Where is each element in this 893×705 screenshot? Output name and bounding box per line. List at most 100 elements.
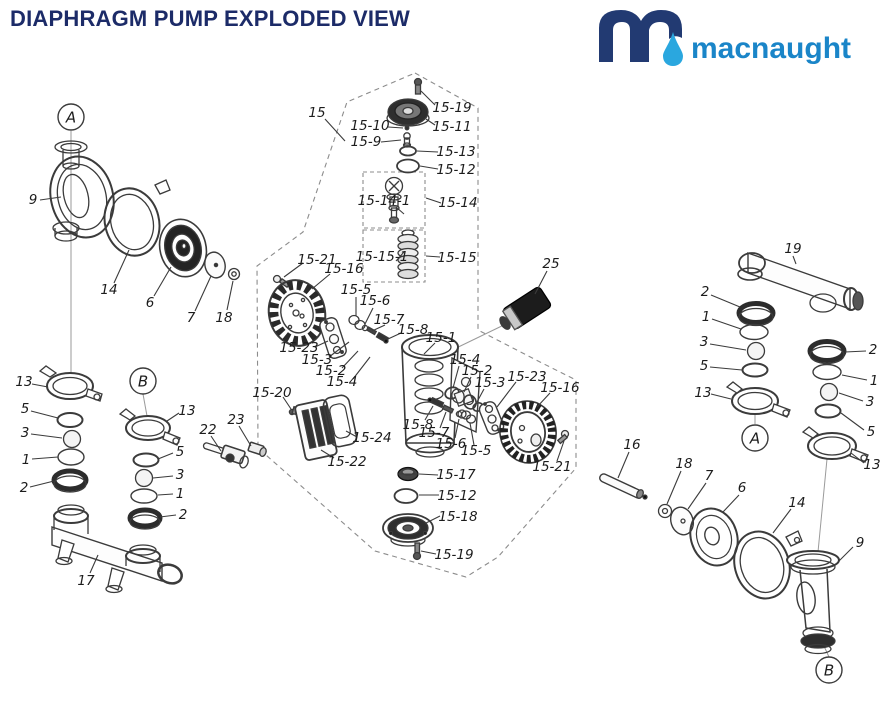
part-label-3: 3 [866,394,875,410]
part-label-15-10: 15-10 [350,118,389,134]
part-label-6: 6 [146,295,155,311]
leader-line [29,480,55,488]
o-ring-5-left-b [132,452,160,468]
ball-3-left-b [134,468,154,488]
part-label-15-18: 15-18 [438,509,477,525]
leader-line [364,307,374,325]
pilot-valve-15-14 [384,176,404,224]
leader-line [311,273,331,290]
leader-line [425,118,436,126]
pin-15-7-right [441,404,455,414]
logo-wordmark: macnaught [691,32,851,65]
part-label-15-12: 15-12 [436,162,475,178]
bolt-15-19-top [413,77,423,95]
part-label-13: 13 [863,457,880,473]
leader-line [838,392,864,402]
leader-line [282,396,292,410]
diaphragm-6-left [158,218,208,278]
leader-line [710,393,732,400]
leader-line [722,494,740,513]
ball-3-right-b [819,382,839,402]
washer-18-right [657,503,673,519]
leader-line [380,139,402,143]
pump-chamber-right [786,550,840,655]
part-label-15-5: 15-5 [461,443,492,459]
spring-15-15 [397,229,419,280]
leader-line [841,374,868,381]
part-label-15: 15 [308,105,325,121]
part-label-15-19: 15-19 [434,547,473,563]
part-label-15-4: 15-4 [450,352,481,368]
leader-line [395,251,405,262]
leader-line [463,376,472,393]
part-label-13: 13 [694,385,711,401]
o-ring-15-4-right [444,386,460,400]
leader-line [418,473,439,476]
leader-line [556,440,565,462]
part-label-15-3: 15-3 [302,352,333,368]
leader-line [341,350,359,369]
part-label-7: 7 [187,310,196,326]
part-label-15-5: 15-5 [341,282,372,298]
part-label-15-20: 15-20 [252,385,291,401]
leader-line [30,433,63,439]
part-label-15-3: 15-3 [475,375,506,391]
part-label-9: 9 [856,535,865,551]
leader-line [496,381,517,408]
part-label-15-7: 15-7 [419,425,450,441]
section-callout-A: A [741,424,769,452]
o-ring-5-left [56,412,84,428]
part-label-6: 6 [738,480,747,496]
part-label-5: 5 [21,401,30,417]
leader-line [838,546,854,562]
part-label-15-9: 15-9 [351,134,382,150]
leader-line [469,422,475,446]
o-ring-15-13 [399,145,417,157]
part-label-15-22: 15-22 [327,454,366,470]
o-ring-1-left [57,448,85,466]
leader-line [31,456,59,460]
leader-line [324,118,346,142]
part-label-5: 5 [176,444,185,460]
part-label-15-23: 15-23 [507,369,546,385]
part-label-5: 5 [700,358,709,374]
backing-disc-7-left [204,251,226,279]
seat-2-left-b [127,507,163,530]
leader-line [30,410,59,419]
part-label-15-14-1: 15-14-1 [358,193,411,209]
assembly-axis-line [817,458,828,553]
leader-line [283,262,304,278]
diaphragm-6-right [689,507,739,567]
suction-manifold-17 [51,504,183,594]
part-label-1: 1 [870,373,879,389]
part-label-15-16: 15-16 [324,261,363,277]
leader-line [39,196,62,201]
svg-text:B: B [824,662,834,680]
air-cover-15-16-left [267,279,327,347]
leader-line [31,383,49,388]
part-label-2: 2 [701,284,710,300]
part-label-15-11: 15-11 [432,119,471,135]
flange-fitting-top-left [54,140,88,170]
leader-line [425,515,441,524]
leader-line [416,150,439,153]
logo-m-icon [599,10,682,62]
bushing-15-5-right [460,410,477,424]
part-label-15-7: 15-7 [374,312,405,328]
drain-valve-22 [202,442,249,469]
section-callout-B: B [129,367,157,395]
o-ring-5-right-a [741,362,769,378]
leader-line [328,341,350,358]
pin-15-10 [404,125,410,131]
macnaught-logo: macnaught [599,10,851,66]
leader-line [424,405,434,421]
backing-disc-7-right [669,506,695,536]
leader-line [687,482,707,510]
part-label-15-6: 15-6 [436,436,467,452]
leader-line [419,165,439,170]
leader-line [420,550,437,555]
o-ring-5-right-b [814,403,842,419]
dashed-group-box [362,171,426,229]
part-label-15-8: 15-8 [403,417,434,433]
leader-line [371,324,386,332]
